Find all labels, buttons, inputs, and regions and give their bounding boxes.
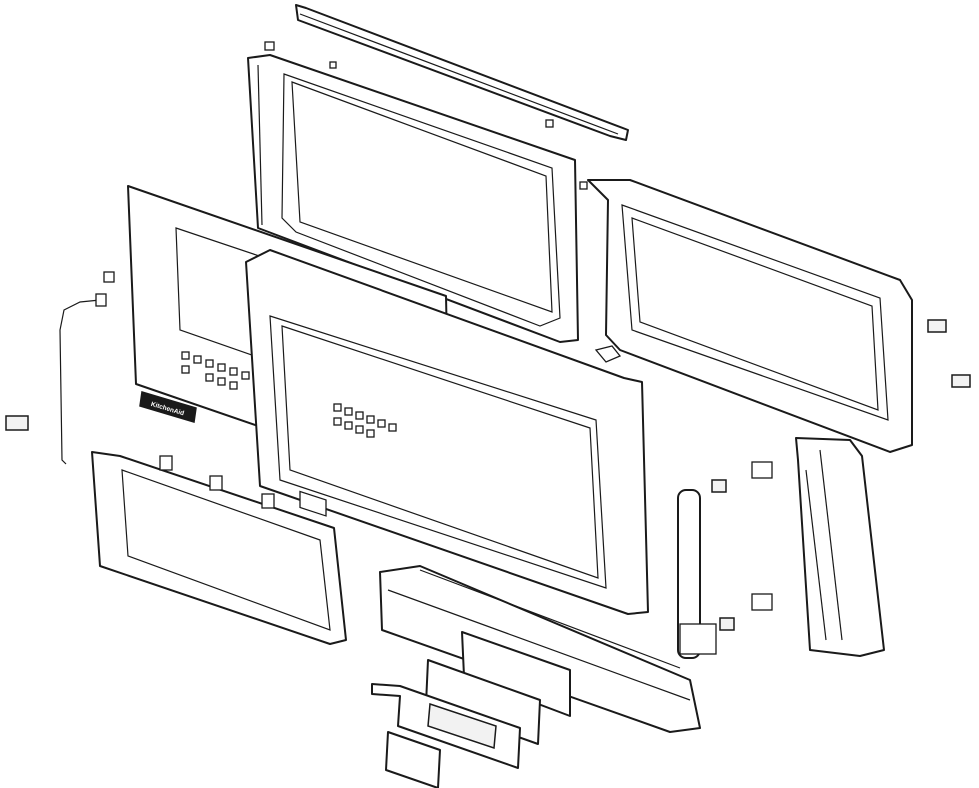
control-circuit-board — [461, 631, 571, 717]
display-board — [371, 659, 541, 769]
display-lens — [385, 731, 441, 788]
small-clips-top — [264, 41, 588, 190]
top-trim-strip — [295, 4, 629, 141]
mounting-plates — [711, 461, 773, 631]
inner-door-frame — [247, 54, 579, 343]
connector-block — [5, 415, 29, 431]
control-display-area — [299, 403, 397, 517]
control-panel-bracket — [379, 565, 701, 733]
latch-clips — [927, 319, 971, 388]
door-handle — [677, 489, 717, 659]
door-choke-frame — [587, 179, 913, 453]
keypad-buttons — [181, 351, 250, 390]
inner-glass-window — [91, 451, 347, 645]
wire-harness — [59, 271, 115, 465]
latch-housing — [795, 437, 885, 657]
front-trim-frame — [245, 249, 649, 615]
